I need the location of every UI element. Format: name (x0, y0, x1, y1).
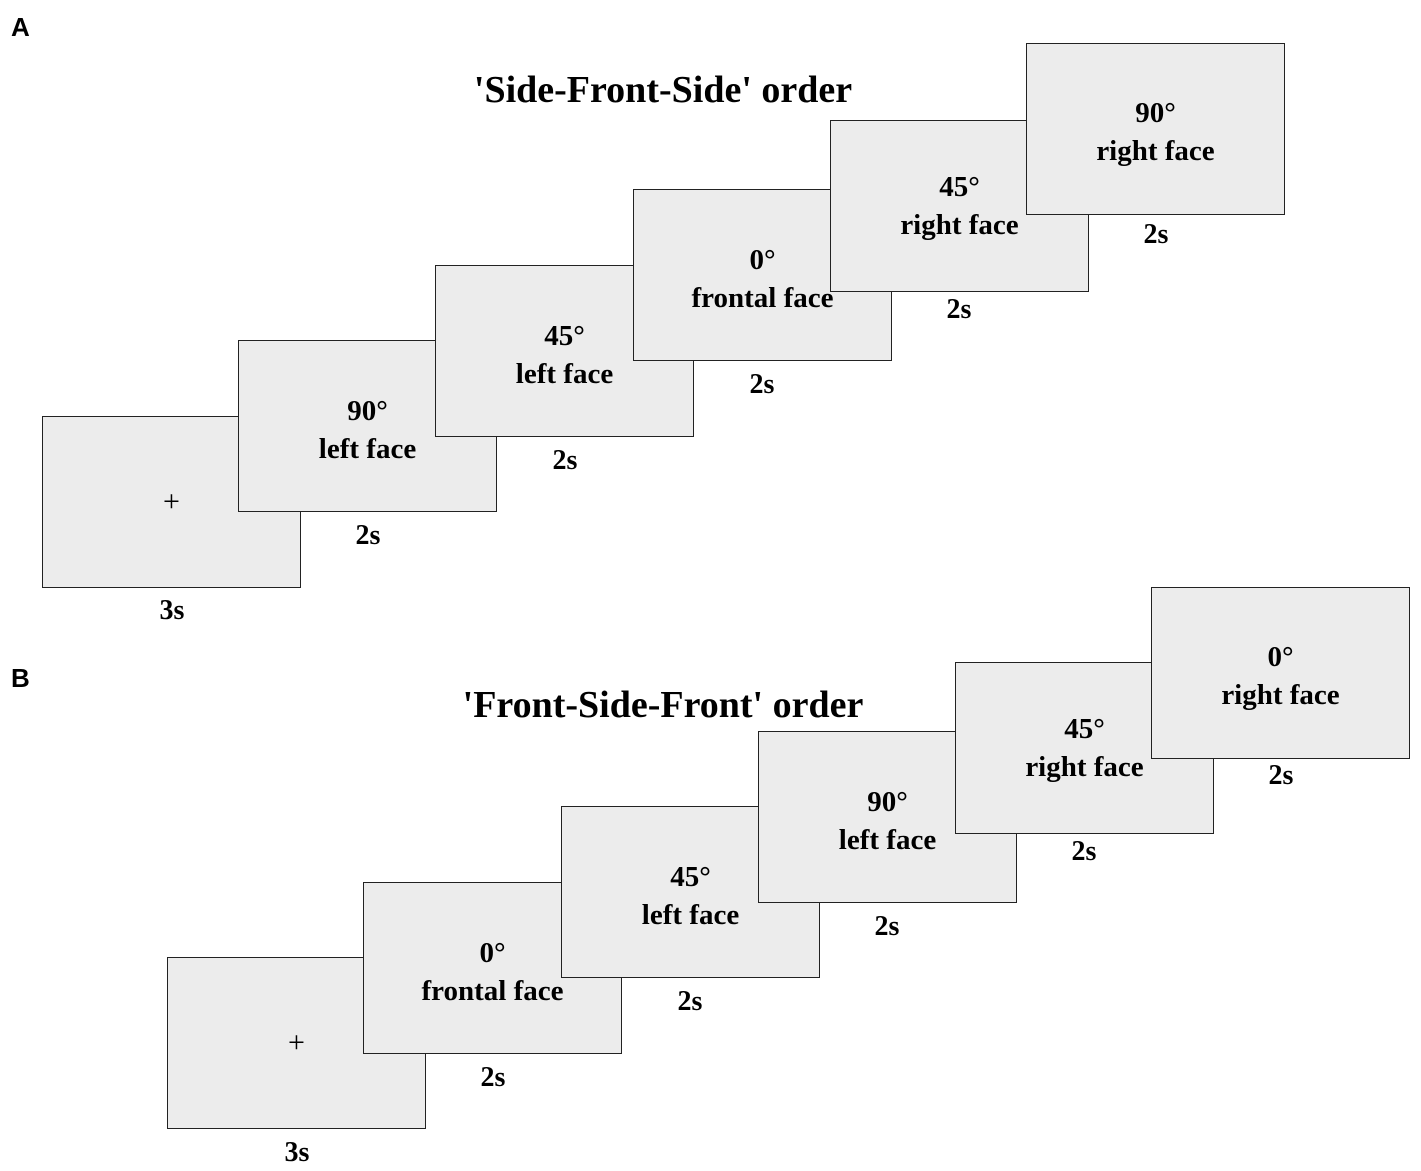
duration-label: 2s (1268, 760, 1294, 791)
screen-angle: 45° (670, 861, 711, 893)
screen-face-label: frontal face (691, 282, 834, 314)
duration-label: 2s (677, 986, 703, 1017)
panel-a-screen-6: 90° right face (1026, 43, 1285, 215)
screen-face-label: right face (1221, 679, 1340, 711)
duration-label: 2s (946, 294, 972, 325)
screen-angle: 45° (544, 320, 585, 352)
screen-face-label: right face (900, 209, 1019, 241)
fixation-cross: + (163, 485, 180, 518)
duration-label: 2s (1143, 219, 1169, 250)
screen-angle: 90° (1135, 97, 1176, 129)
screen-face-label: left face (838, 824, 937, 856)
duration-label: 2s (874, 911, 900, 942)
duration-label: 3s (159, 595, 185, 626)
screen-face-label: left face (515, 358, 614, 390)
screen-angle: 0° (1267, 641, 1294, 673)
screen-face-label: left face (641, 899, 740, 931)
screen-face-label: right face (1025, 751, 1144, 783)
screen-face-label: right face (1096, 135, 1215, 167)
fixation-cross: + (288, 1026, 305, 1059)
duration-label: 2s (1071, 836, 1097, 867)
panel-a-label: A (11, 12, 30, 42)
panel-b-screen-6: 0° right face (1151, 587, 1410, 759)
duration-label: 2s (749, 369, 775, 400)
screen-angle: 45° (1064, 713, 1105, 745)
screen-angle: 0° (479, 937, 506, 969)
panel-b-label: B (11, 663, 30, 693)
duration-label: 3s (284, 1137, 310, 1168)
panel-a-title: 'Side-Front-Side' order (473, 69, 853, 111)
screen-angle: 90° (347, 395, 388, 427)
screen-face-label: left face (318, 433, 417, 465)
screen-angle: 45° (939, 171, 980, 203)
duration-label: 2s (355, 520, 381, 551)
panel-b-title: 'Front-Side-Front' order (462, 684, 864, 726)
screen-angle: 90° (867, 786, 908, 818)
duration-label: 2s (480, 1062, 506, 1093)
duration-label: 2s (552, 445, 578, 476)
screen-face-label: frontal face (421, 975, 564, 1007)
screen-angle: 0° (749, 244, 776, 276)
